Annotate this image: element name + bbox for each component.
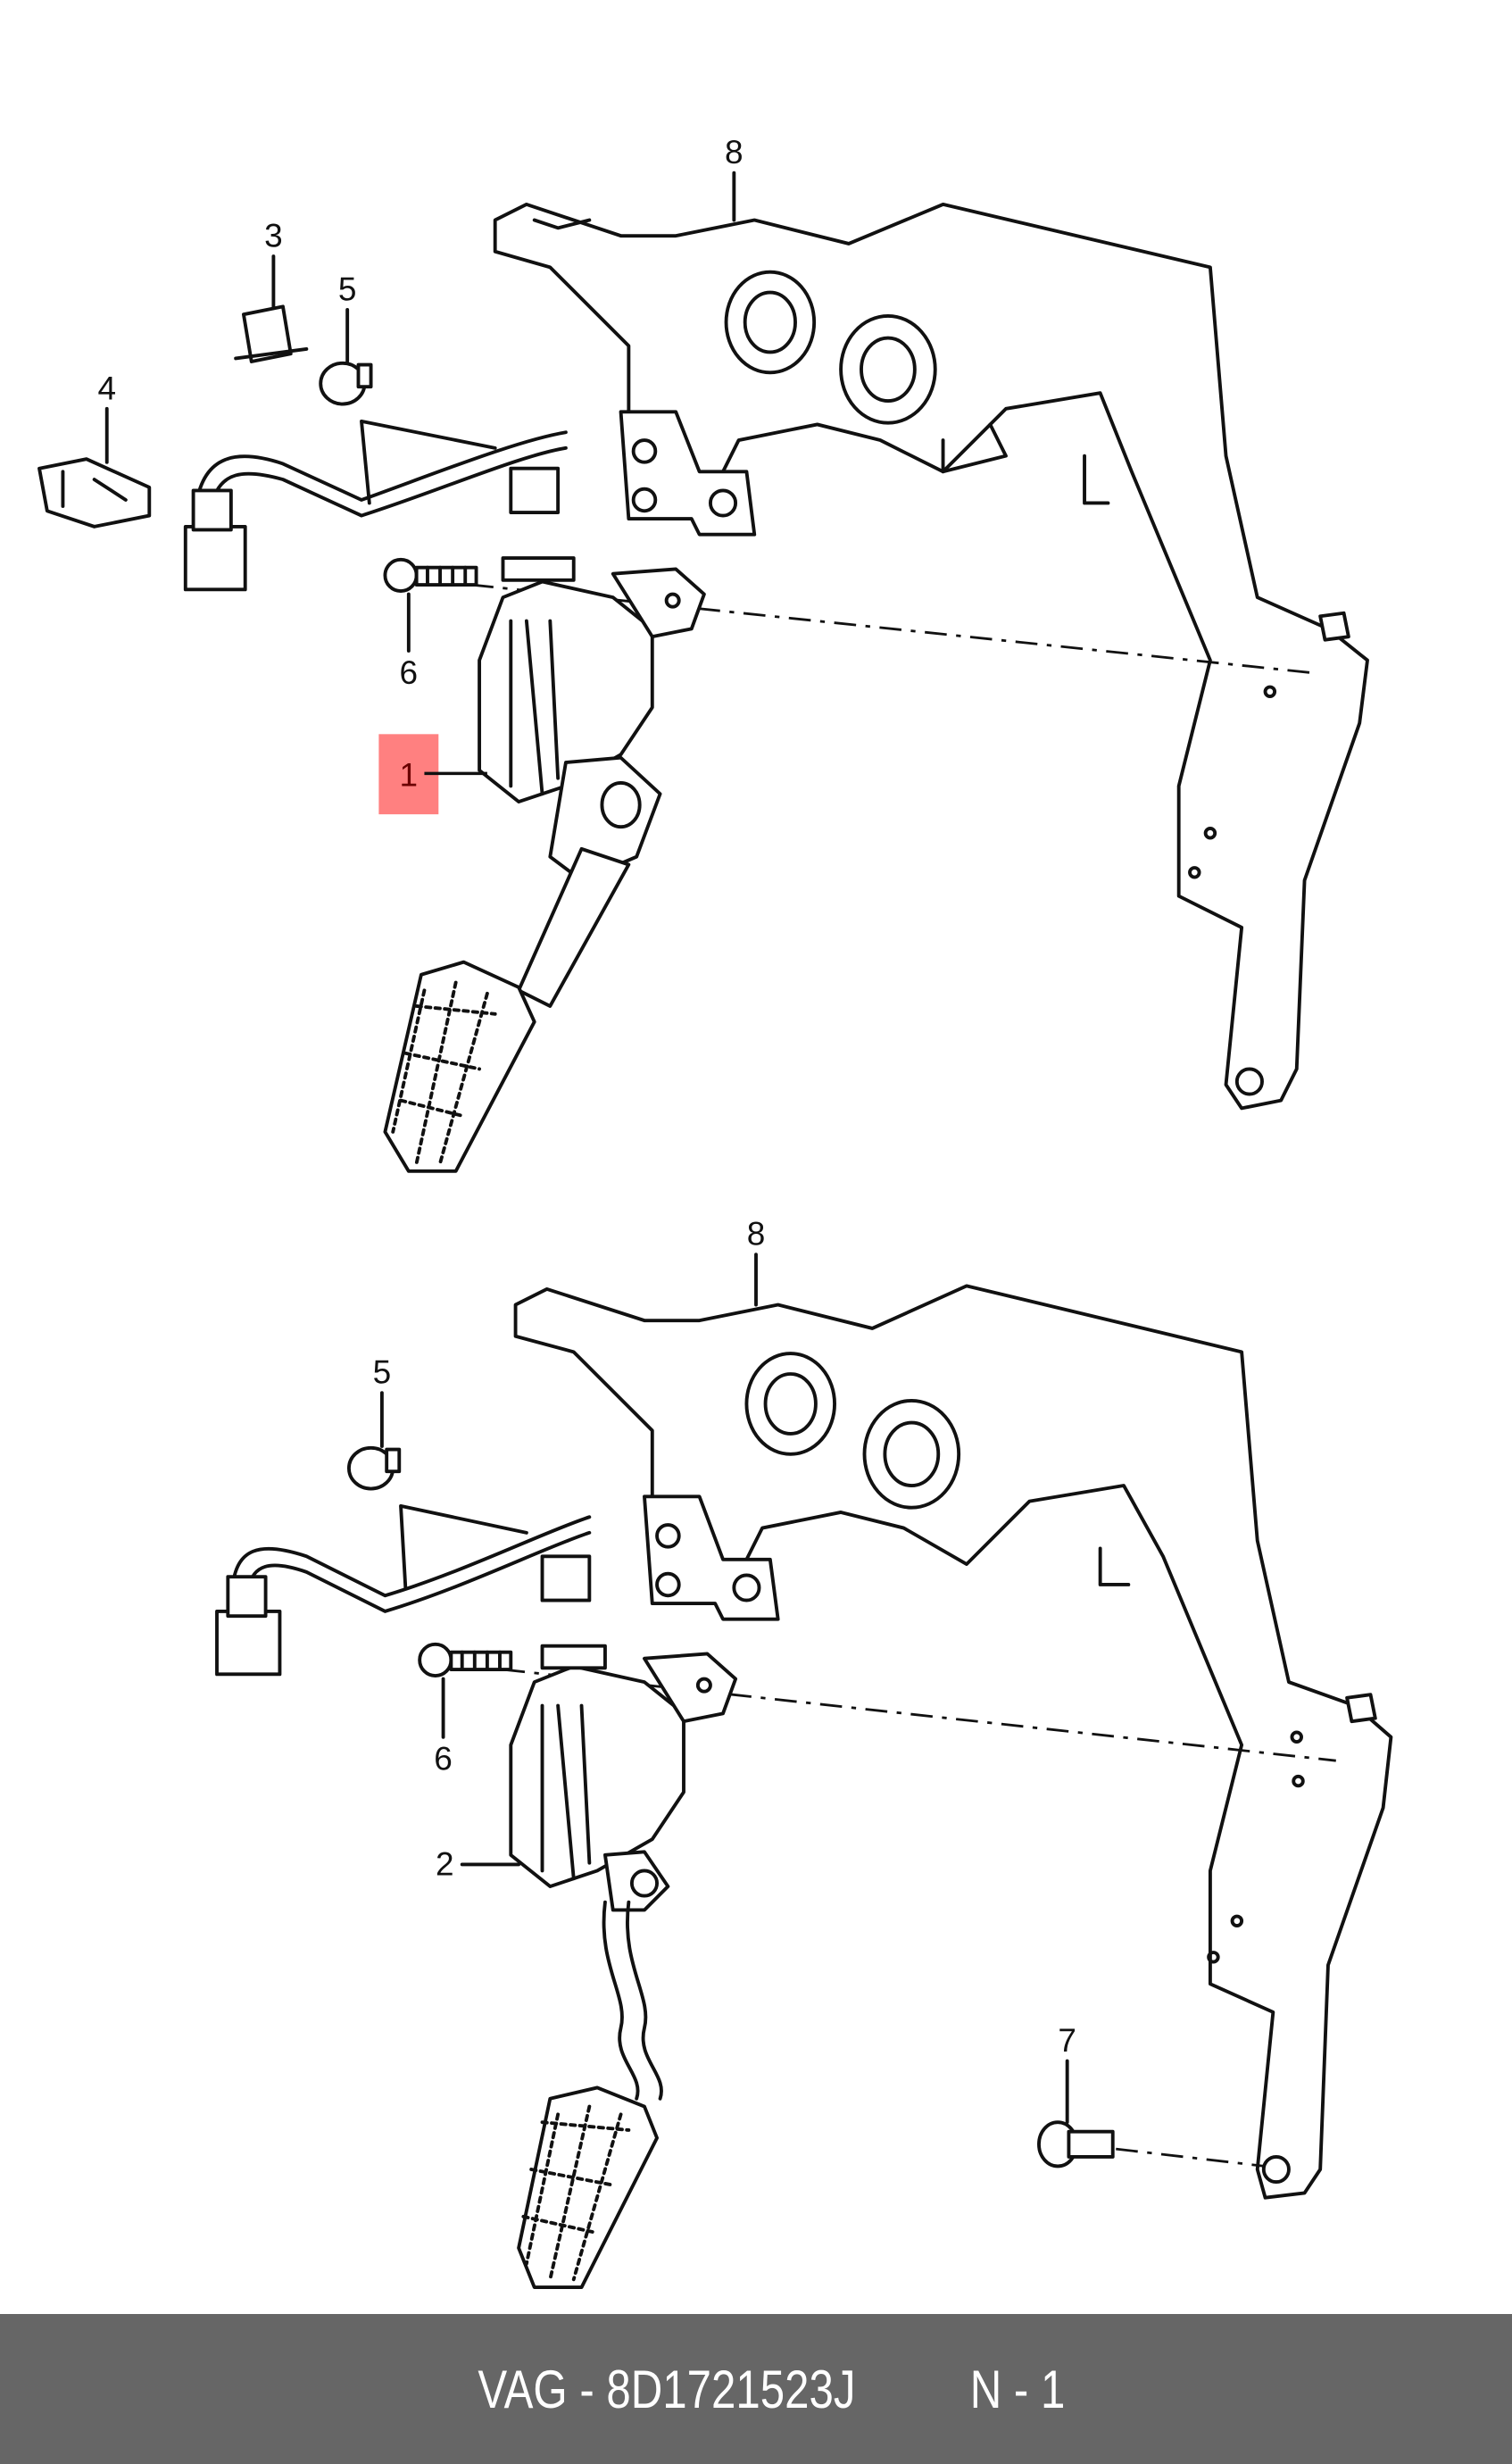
upper-clip-bracket-3 — [234, 304, 309, 363]
lower-pedal-module-2 — [509, 1644, 738, 2290]
upper-callouts: 8 3 5 4 6 1 — [97, 134, 744, 815]
callout-8-lower: 8 — [747, 1216, 766, 1253]
callout-7: 7 — [1058, 2022, 1076, 2059]
quantity-label: N - 1 — [969, 2359, 1066, 2419]
lower-wiring-harness — [215, 1503, 592, 1677]
upper-bolt-6 — [383, 557, 478, 594]
callout-6-lower: 6 — [434, 1741, 453, 1777]
upper-assembly: 8 3 5 4 6 1 — [37, 134, 1369, 1173]
parts-diagram: 8 3 5 4 6 1 — [37, 134, 1393, 2290]
part-number-label: VAG - 8D1721523J — [478, 2359, 856, 2419]
callout-5-upper: 5 — [338, 271, 357, 307]
lower-callouts: 8 5 6 2 7 — [373, 1216, 1076, 2125]
lower-bolt-6 — [418, 1642, 513, 1678]
callout-6-upper: 6 — [400, 654, 419, 691]
upper-pedal-bracket — [493, 202, 1369, 1111]
lower-pedal-bracket — [513, 1284, 1393, 2200]
upper-connector-4 — [37, 457, 152, 529]
callout-8-upper: 8 — [725, 134, 744, 171]
part-number-footer: VAG - 8D1721523J N - 1 — [0, 2314, 1512, 2464]
lower-assembly: 8 5 6 2 7 — [215, 1216, 1393, 2290]
callout-5-lower: 5 — [373, 1354, 392, 1391]
upper-wiring-harness — [183, 419, 568, 592]
lower-stop-buffer-7 — [1037, 2120, 1115, 2168]
callout-4: 4 — [97, 370, 116, 406]
upper-pedal-module-1 — [383, 556, 706, 1173]
lower-cable-clip-5 — [346, 1445, 402, 1491]
callout-3: 3 — [264, 217, 283, 254]
callout-1-highlighted[interactable]: 1 — [400, 756, 419, 793]
upper-cable-clip-5 — [319, 361, 373, 406]
callout-2: 2 — [436, 1846, 454, 1883]
